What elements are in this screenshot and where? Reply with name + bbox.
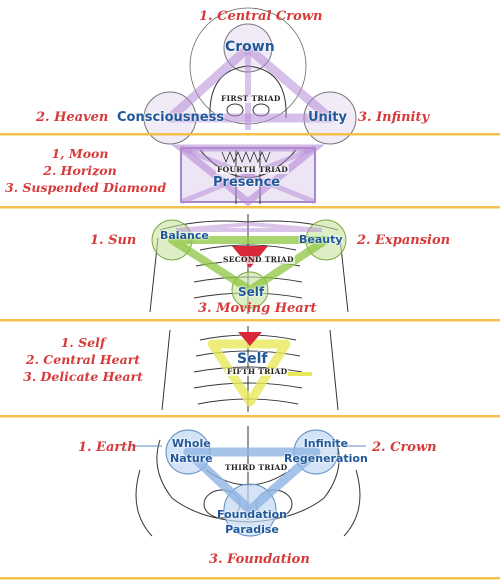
central-crown-label: 1. Central Crown — [199, 9, 323, 24]
divider-5 — [0, 577, 500, 580]
paradise-text: Paradise — [225, 523, 279, 536]
infinite-regeneration-node: Infinite Regeneration — [284, 436, 368, 466]
fourth-triad-label: FOURTH TRIAD — [216, 165, 290, 174]
nature-text: Nature — [170, 452, 213, 465]
consciousness-node: Consciousness — [117, 110, 225, 125]
heaven-label: 2. Heaven — [36, 110, 109, 125]
moon-label: 1, Moon — [51, 146, 109, 161]
fifth-triad-label: FIFTH TRIAD — [226, 367, 289, 376]
first-triad-label: FIRST TRIAD — [220, 94, 282, 103]
suspended-diamond-label: 3. Suspended Diamond — [5, 180, 167, 195]
whole-text: Whole — [171, 437, 211, 450]
unity-node: Unity — [308, 110, 347, 125]
regeneration-text: Regeneration — [284, 452, 368, 465]
central-heart-label: 2. Central Heart — [25, 352, 141, 367]
divider-1 — [0, 133, 500, 136]
third-triad-shape — [183, 447, 321, 515]
first-triad-shape — [165, 43, 335, 130]
earth-label: 1. Earth — [78, 440, 137, 455]
crown-node: Crown — [225, 39, 275, 55]
beauty-node: Beauty — [299, 233, 343, 246]
divider-4 — [0, 415, 500, 418]
band-2-label-list: 1, Moon 2. Horizon 3. Suspended Diamond — [5, 145, 167, 196]
balance-node: Balance — [160, 229, 209, 242]
expansion-label: 2. Expansion — [357, 233, 451, 248]
infinite-text: Infinite — [303, 437, 349, 450]
foundation-text: Foundation — [217, 508, 288, 521]
band-4-label-list: 1. Self 2. Central Heart 3. Delicate Hea… — [18, 334, 148, 385]
moving-heart-label: 3. Moving Heart — [198, 301, 317, 316]
sun-label: 1. Sun — [90, 233, 137, 248]
band-dividers — [0, 133, 500, 580]
whole-nature-node: Whole Nature — [170, 436, 213, 466]
crown-label-band5: 2. Crown — [372, 440, 437, 455]
divider-2 — [0, 206, 500, 209]
foundation-paradise-node: Foundation Paradise — [217, 507, 287, 537]
fourth-triad-shape — [171, 144, 325, 207]
foundation-label: 3. Foundation — [209, 552, 310, 567]
divider-3 — [0, 319, 500, 322]
third-triad-label: THIRD TRIAD — [224, 463, 289, 472]
horizon-label: 2. Horizon — [43, 163, 117, 178]
self-node-band3: Self — [238, 285, 265, 299]
second-triad-label: SECOND TRIAD — [222, 255, 295, 264]
infinity-label: 3. Infinity — [358, 110, 430, 125]
presence-node: Presence — [213, 175, 281, 190]
self-node-band4: Self — [237, 351, 268, 367]
self-label: 1. Self — [60, 335, 106, 350]
delicate-heart-label: 3. Delicate Heart — [23, 369, 143, 384]
